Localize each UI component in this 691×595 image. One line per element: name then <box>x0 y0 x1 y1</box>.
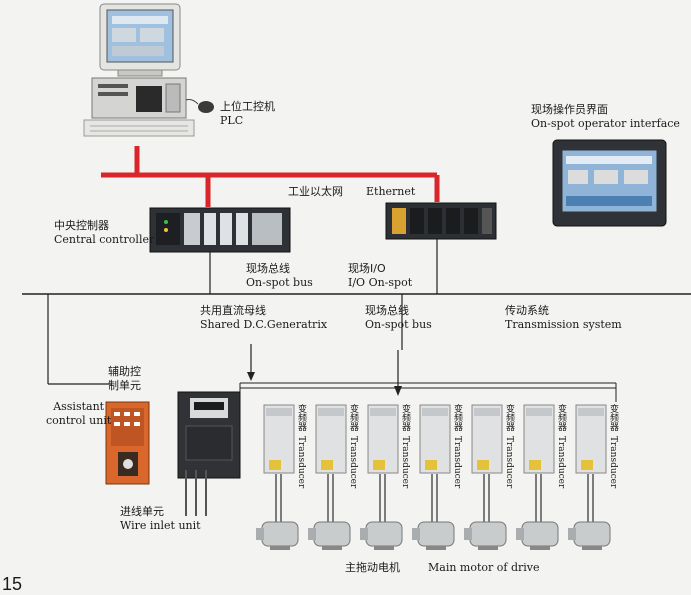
transducer-label-en: Transducer <box>556 436 566 489</box>
transducer-label-cn: 变频器 <box>400 404 410 431</box>
central-controller-label: 中央控制器 Central controller <box>54 219 154 247</box>
transducer-unit <box>575 404 607 522</box>
transducer-unit <box>263 404 295 522</box>
transducer-label-en: Transducer <box>452 436 462 489</box>
transducer-unit <box>367 404 399 522</box>
transducer-label-cn: 变频器 <box>504 404 514 431</box>
operator-label-cn: 现场操作员界面 <box>531 103 608 116</box>
assistant-control-unit <box>105 401 150 485</box>
dcbus-label-en: Shared D.C.Generatrix <box>200 318 328 331</box>
aux-label-cn: 辅助控 制单元 <box>108 365 141 393</box>
fieldbus-label-1: 现场总线 On-spot bus <box>246 262 313 290</box>
transducer-unit <box>471 404 503 522</box>
aux-label-cn-line1: 辅助控 <box>108 365 141 378</box>
transmission-label-cn: 传动系统 <box>505 304 549 317</box>
io-label: 现场I/O I/O On-spot <box>348 262 412 290</box>
remote-io-device <box>385 202 497 240</box>
motor <box>568 521 611 550</box>
fieldbus2-label-en: On-spot bus <box>365 318 432 331</box>
transducer-label-en: Transducer <box>400 436 410 489</box>
dcbus-label-cn: 共用直流母线 <box>200 304 266 317</box>
transmission-label: 传动系统 Transmission system <box>505 304 622 332</box>
page-number: 15 <box>2 574 23 594</box>
operator-panel-device <box>552 139 667 227</box>
motor <box>360 521 403 550</box>
inlet-label-en: Wire inlet unit <box>120 519 201 532</box>
motor <box>516 521 559 550</box>
transducer-label-cn: 变频器 <box>348 404 358 431</box>
operator-label-en: On-spot operator interface <box>531 117 680 130</box>
wire-inlet-unit <box>177 391 241 516</box>
motor <box>256 521 299 550</box>
ethernet-label-en: Ethernet <box>366 185 416 198</box>
plc-label-cn: 上位工控机 <box>220 100 275 113</box>
motor-label-cn: 主拖动电机 <box>345 561 400 574</box>
transducer-label-en: Transducer <box>296 436 306 489</box>
transducer-label-cn: 变频器 <box>608 404 618 431</box>
inlet-label: 进线单元 Wire inlet unit <box>120 505 201 533</box>
transducer-label-cn: 变频器 <box>296 404 306 431</box>
transducer-label-en: Transducer <box>348 436 358 489</box>
transmission-label-en: Transmission system <box>505 318 622 331</box>
transducer-unit <box>523 404 555 522</box>
fieldbus-label-2: 现场总线 On-spot bus <box>365 304 432 332</box>
aux-label-en-line2: control unit <box>46 414 112 427</box>
operator-interface-label: 现场操作员界面 On-spot operator interface <box>531 103 680 131</box>
aux-label-cn-line2: 制单元 <box>108 379 141 392</box>
transducer-label-cn: 变频器 <box>556 404 566 431</box>
ethernet-network <box>101 146 440 207</box>
transducer-unit <box>419 404 451 522</box>
transducer-unit <box>315 404 347 522</box>
motor <box>308 521 351 550</box>
motor <box>464 521 507 550</box>
fieldbus1-label-en: On-spot bus <box>246 276 313 289</box>
aux-label-en-line1: Assistant <box>53 400 105 413</box>
dc-bus-lines <box>239 344 617 402</box>
dc-bus-label: 共用直流母线 Shared D.C.Generatrix <box>200 304 327 332</box>
motor-group <box>256 521 611 550</box>
transducer-label-cn: 变频器 <box>452 404 462 431</box>
fieldbus1-label-cn: 现场总线 <box>246 262 290 275</box>
field-bus-lines <box>22 239 691 385</box>
central-controller-device <box>149 207 291 253</box>
central-label-cn: 中央控制器 <box>54 219 109 232</box>
transducer-group <box>263 404 607 522</box>
motor <box>412 521 455 550</box>
transducer-label-en: Transducer <box>504 436 514 489</box>
central-label-en: Central controller <box>54 233 155 246</box>
motor-label-en: Main motor of drive <box>428 561 540 574</box>
fieldbus2-label-cn: 现场总线 <box>365 304 409 317</box>
ethernet-label-cn: 工业以太网 <box>288 185 343 198</box>
io-label-en: I/O On-spot <box>348 276 413 289</box>
plc-label-en: PLC <box>220 114 244 127</box>
transducer-label-en: Transducer <box>608 436 618 489</box>
inlet-label-cn: 进线单元 <box>120 505 164 518</box>
plc-computer <box>83 3 214 137</box>
plc-label: 上位工控机 PLC <box>220 100 275 128</box>
io-label-cn: 现场I/O <box>348 262 386 275</box>
aux-label-en: Assistant control unit <box>46 400 111 428</box>
